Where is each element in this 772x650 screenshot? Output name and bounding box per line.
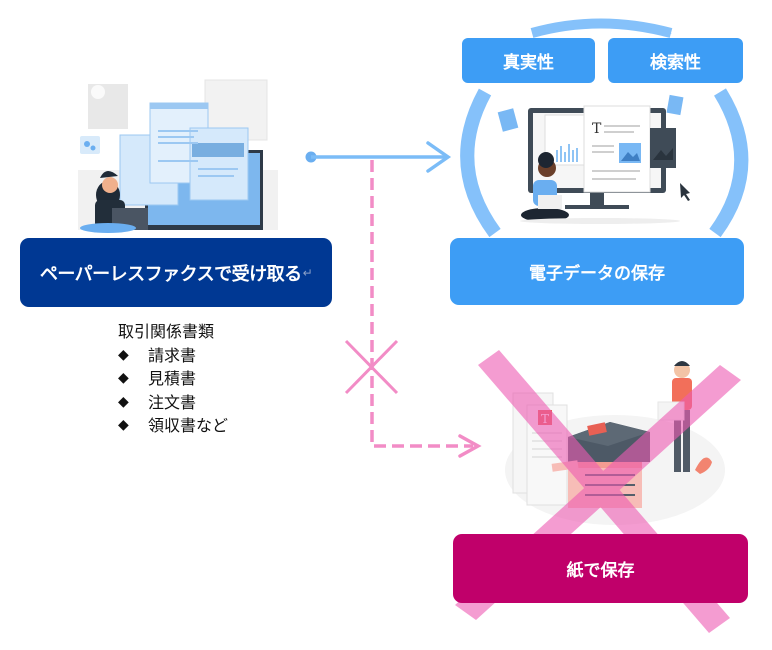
list-item: ◆ 領収書など: [118, 414, 228, 438]
searchability-tag: 検索性: [608, 38, 743, 83]
document-list-heading: 取引関係書類: [118, 322, 215, 341]
list-item: ◆ 請求書: [118, 344, 228, 368]
diamond-bullet-icon: ◆: [118, 346, 129, 363]
list-item: ◆ 見積書: [118, 367, 228, 391]
paperless-fax-receive-box: ペーパーレスファクスで受け取る ↵: [20, 238, 332, 307]
connector-to-paper: [370, 160, 482, 458]
list-item-label: 注文書: [148, 392, 197, 412]
list-item: ◆ 注文書: [118, 391, 228, 415]
connector-cross-icon: [344, 339, 399, 395]
diamond-bullet-icon: ◆: [118, 393, 129, 410]
connector-to-electronic: [305, 141, 452, 173]
electronic-illustration: T: [497, 94, 690, 224]
svg-text:T: T: [592, 121, 602, 137]
electronic-ring: [460, 18, 749, 238]
source-illustration: [78, 79, 278, 233]
list-item-label: 見積書: [148, 369, 197, 388]
document-list: 取引関係書類 ◆ 請求書 ◆ 見積書 ◆ 注文書 ◆ 領収書など: [118, 320, 228, 438]
diamond-bullet-icon: ◆: [118, 370, 129, 386]
authenticity-tag: 真実性: [462, 38, 595, 83]
searchability-label: 検索性: [650, 53, 701, 73]
authenticity-label: 真実性: [503, 53, 554, 73]
electronic-data-storage-label: 電子データの保存: [529, 264, 665, 284]
paper-storage-label: 紙で保存: [566, 561, 635, 581]
paper-storage-box: 紙で保存: [453, 534, 748, 603]
paperless-fax-label: ペーパーレスファクスで受け取る: [39, 263, 302, 285]
electronic-data-storage-box: 電子データの保存: [450, 238, 744, 305]
return-mark-icon: ↵: [302, 265, 313, 280]
list-item-label: 請求書: [148, 345, 197, 365]
list-item-label: 領収書など: [148, 416, 229, 435]
diamond-bullet-icon: ◆: [118, 417, 129, 433]
